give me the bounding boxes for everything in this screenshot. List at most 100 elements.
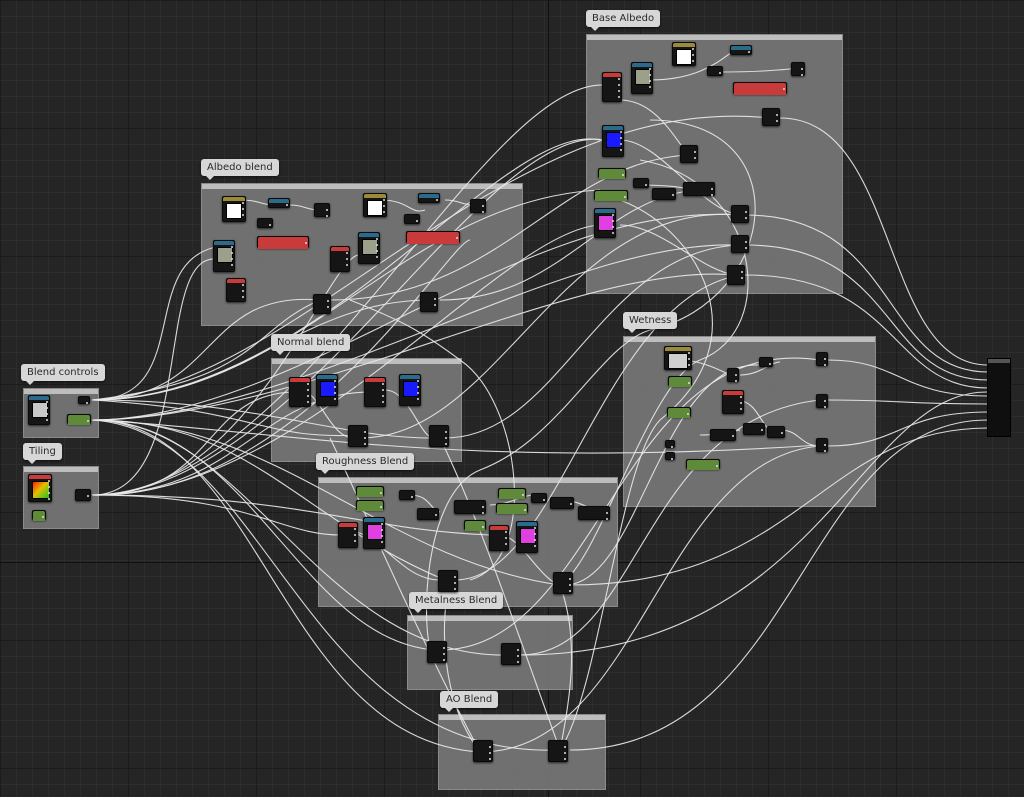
texture-sample-node[interactable] [516, 521, 538, 553]
output-pin[interactable] [740, 402, 742, 404]
texture-sample-node[interactable] [363, 517, 385, 549]
output-pin[interactable] [376, 250, 378, 252]
math-node[interactable] [816, 352, 828, 366]
output-pin[interactable] [505, 543, 507, 545]
output-pin[interactable] [42, 516, 44, 518]
output-pin[interactable] [46, 413, 48, 415]
output-pin[interactable] [517, 649, 519, 651]
output-pin[interactable] [48, 492, 50, 494]
output-pin[interactable] [231, 246, 233, 248]
output-pin[interactable] [716, 465, 718, 467]
output-pin[interactable] [618, 90, 620, 92]
output-pin[interactable] [543, 499, 545, 501]
output-pin[interactable] [87, 420, 89, 422]
output-pin[interactable] [564, 758, 566, 760]
output-pin[interactable] [381, 523, 383, 525]
output-pin[interactable] [48, 486, 50, 488]
output-pin[interactable] [383, 199, 385, 201]
output-pin[interactable] [606, 518, 608, 520]
output-pin[interactable] [48, 498, 50, 500]
output-pin[interactable] [380, 506, 382, 508]
output-pin[interactable] [735, 374, 737, 376]
texture-sample-node[interactable] [602, 125, 624, 157]
parameter-node[interactable] [406, 231, 460, 244]
constant-color-node[interactable] [672, 42, 696, 66]
output-pin[interactable] [383, 205, 385, 207]
output-pin[interactable] [376, 256, 378, 258]
output-pin[interactable] [672, 194, 674, 196]
output-pin[interactable] [618, 96, 620, 98]
output-pin[interactable] [489, 758, 491, 760]
output-pin[interactable] [482, 205, 484, 207]
output-pin[interactable] [564, 752, 566, 754]
output-pin[interactable] [692, 54, 694, 56]
output-pin[interactable] [692, 48, 694, 50]
output-pin[interactable] [524, 509, 526, 511]
scalar-parameter-node[interactable] [594, 190, 628, 201]
output-pin[interactable] [242, 202, 244, 204]
output-pin[interactable] [354, 534, 356, 536]
output-pin[interactable] [612, 220, 614, 222]
math-node[interactable] [473, 740, 493, 762]
texture-sample-node[interactable] [631, 62, 653, 94]
output-pin[interactable] [622, 174, 624, 176]
output-pin[interactable] [489, 752, 491, 754]
output-pin[interactable] [242, 296, 244, 298]
output-pin[interactable] [606, 512, 608, 514]
output-pin[interactable] [618, 78, 620, 80]
math-node[interactable] [767, 426, 785, 438]
output-pin[interactable] [824, 406, 826, 408]
output-pin[interactable] [354, 540, 356, 542]
scalar-parameter-node[interactable] [598, 168, 626, 179]
math-node[interactable] [816, 438, 828, 452]
output-pin[interactable] [534, 527, 536, 529]
output-pin[interactable] [489, 746, 491, 748]
math-node[interactable] [665, 452, 675, 460]
comment-title-base-albedo[interactable]: Base Albedo [586, 10, 661, 31]
comment-title-wetness[interactable]: Wetness [623, 312, 678, 333]
texture-sample-node[interactable] [358, 232, 380, 264]
constant-color-node[interactable] [664, 346, 692, 370]
output-pin[interactable] [671, 458, 673, 460]
output-pin[interactable] [692, 60, 694, 62]
output-pin[interactable] [781, 432, 783, 434]
output-pin[interactable] [769, 363, 771, 365]
math-node[interactable] [548, 740, 568, 762]
math-node[interactable] [464, 520, 486, 531]
math-node[interactable] [683, 182, 715, 196]
output-pin[interactable] [46, 419, 48, 421]
output-pin[interactable] [86, 402, 88, 404]
texture-sample-node[interactable] [594, 208, 616, 238]
output-pin[interactable] [381, 535, 383, 537]
output-pin[interactable] [445, 443, 447, 445]
math-node[interactable] [743, 423, 765, 435]
output-pin[interactable] [612, 214, 614, 216]
output-pin[interactable] [443, 647, 445, 649]
output-pin[interactable] [569, 584, 571, 586]
math-node[interactable] [730, 45, 752, 55]
output-pin[interactable] [434, 298, 436, 300]
math-node[interactable] [454, 500, 486, 514]
output-pin[interactable] [346, 264, 348, 266]
math-node[interactable] [501, 643, 521, 665]
output-pin[interactable] [445, 431, 447, 433]
output-pin[interactable] [687, 413, 689, 415]
output-pin[interactable] [242, 284, 244, 286]
math-node[interactable] [578, 506, 610, 520]
output-pin[interactable] [327, 300, 329, 302]
output-pin[interactable] [745, 247, 747, 249]
math-node[interactable] [257, 218, 273, 228]
output-pin[interactable] [87, 495, 89, 497]
comment-title-tiling[interactable]: Tiling [23, 443, 62, 464]
output-pin[interactable] [436, 199, 438, 201]
output-pin[interactable] [376, 244, 378, 246]
output-pin[interactable] [732, 435, 734, 437]
output-pin[interactable] [745, 241, 747, 243]
math-node[interactable] [348, 425, 368, 447]
output-pin[interactable] [354, 528, 356, 530]
output-pin[interactable] [801, 68, 803, 70]
output-pin[interactable] [612, 226, 614, 228]
output-pin[interactable] [434, 304, 436, 306]
output-pin[interactable] [381, 541, 383, 543]
